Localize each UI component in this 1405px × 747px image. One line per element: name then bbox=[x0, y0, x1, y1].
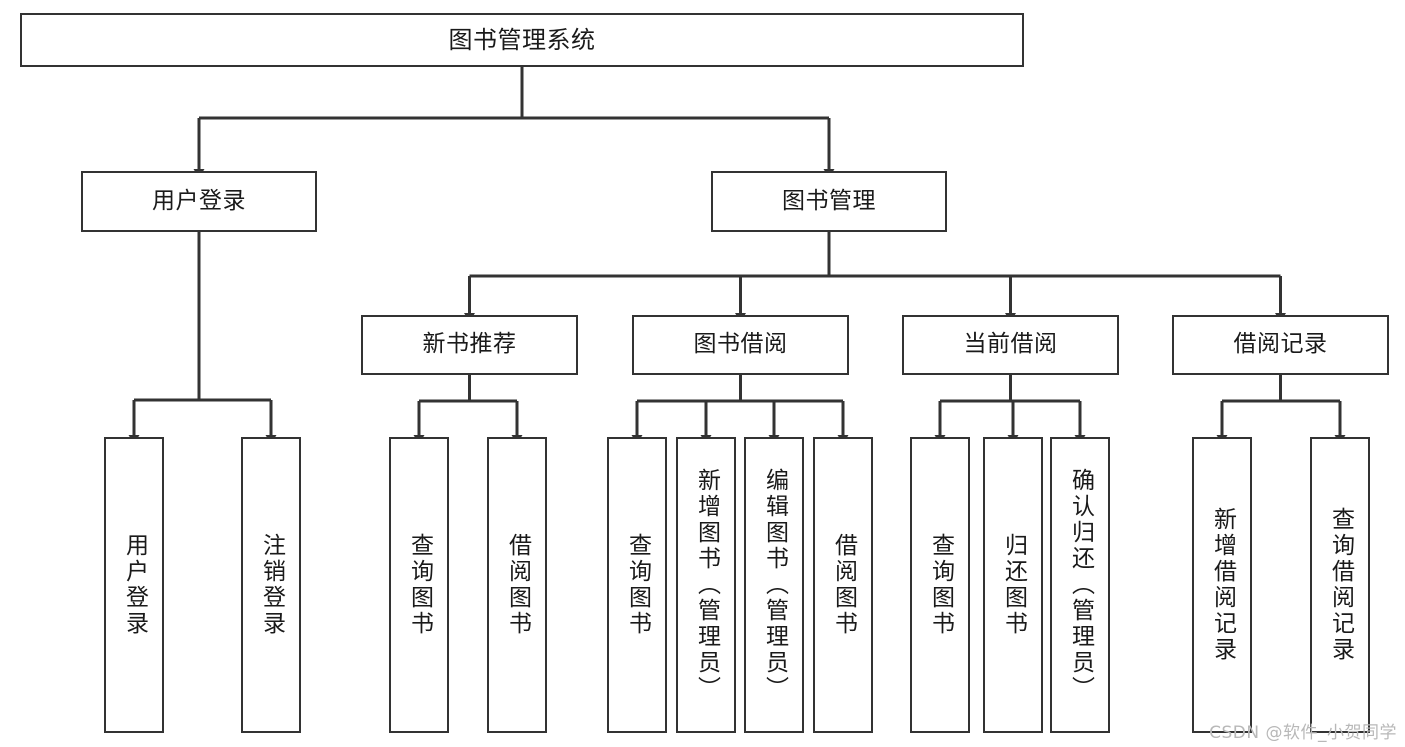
node-label: 图书管理系统 bbox=[448, 25, 596, 54]
node-leaf-borrow-book-rec[interactable]: 借阅图书 bbox=[487, 437, 547, 733]
node-leaf-query-book-borrow[interactable]: 查询图书 bbox=[607, 437, 667, 733]
node-user-login[interactable]: 用户登录 bbox=[81, 171, 317, 232]
node-leaf-edit-book[interactable]: 编辑图书（管理员） bbox=[744, 437, 804, 733]
node-label: 用户登录 bbox=[121, 533, 148, 637]
node-root[interactable]: 图书管理系统 bbox=[20, 13, 1024, 67]
node-label: 新增借阅记录 bbox=[1209, 507, 1236, 663]
node-book-borrow[interactable]: 图书借阅 bbox=[632, 315, 849, 375]
node-label: 查询图书 bbox=[624, 533, 651, 637]
node-label: 确认归还（管理员） bbox=[1067, 468, 1094, 702]
node-book-manage[interactable]: 图书管理 bbox=[711, 171, 947, 232]
node-label: 注销登录 bbox=[258, 533, 285, 637]
node-label: 编辑图书（管理员） bbox=[761, 468, 788, 702]
node-leaf-borrow-book[interactable]: 借阅图书 bbox=[813, 437, 873, 733]
node-leaf-add-record[interactable]: 新增借阅记录 bbox=[1192, 437, 1252, 733]
node-leaf-user-logout[interactable]: 注销登录 bbox=[241, 437, 301, 733]
node-label: 图书借阅 bbox=[693, 331, 788, 358]
node-current-borrow[interactable]: 当前借阅 bbox=[902, 315, 1119, 375]
node-label: 查询借阅记录 bbox=[1327, 507, 1354, 663]
node-leaf-add-book[interactable]: 新增图书（管理员） bbox=[676, 437, 736, 733]
node-leaf-query-book-cur[interactable]: 查询图书 bbox=[910, 437, 970, 733]
csdn-watermark: CSDN @软件_小贺同学 bbox=[1209, 723, 1397, 743]
node-label: 图书管理 bbox=[782, 187, 876, 214]
node-label: 归还图书 bbox=[1000, 533, 1027, 637]
node-label: 查询图书 bbox=[406, 533, 433, 637]
node-leaf-user-login[interactable]: 用户登录 bbox=[104, 437, 164, 733]
node-label: 借阅图书 bbox=[504, 533, 531, 637]
node-borrow-record[interactable]: 借阅记录 bbox=[1172, 315, 1389, 375]
node-label: 查询图书 bbox=[927, 533, 954, 637]
node-label: 新书推荐 bbox=[422, 331, 517, 358]
node-new-book-rec[interactable]: 新书推荐 bbox=[361, 315, 578, 375]
node-label: 借阅图书 bbox=[830, 533, 857, 637]
node-label: 用户登录 bbox=[152, 187, 246, 214]
node-label: 借阅记录 bbox=[1233, 331, 1328, 358]
node-leaf-return-book[interactable]: 归还图书 bbox=[983, 437, 1043, 733]
node-label: 新增图书（管理员） bbox=[693, 468, 720, 702]
node-leaf-query-record[interactable]: 查询借阅记录 bbox=[1310, 437, 1370, 733]
node-label: 当前借阅 bbox=[963, 331, 1058, 358]
node-leaf-confirm-return[interactable]: 确认归还（管理员） bbox=[1050, 437, 1110, 733]
node-leaf-query-book-rec[interactable]: 查询图书 bbox=[389, 437, 449, 733]
